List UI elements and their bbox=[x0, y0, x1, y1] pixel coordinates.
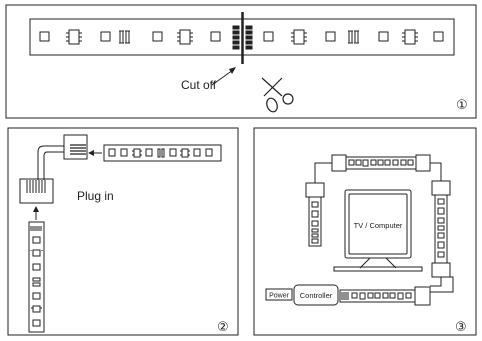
led-chip bbox=[433, 31, 444, 42]
connector-cable bbox=[43, 151, 64, 180]
corner-connector bbox=[331, 154, 347, 172]
top-strip bbox=[345, 156, 417, 170]
corner-connector bbox=[305, 182, 325, 198]
power-label: Power bbox=[269, 293, 290, 300]
cut-pads bbox=[232, 25, 253, 50]
corner-connector bbox=[414, 286, 431, 306]
tv-base bbox=[333, 266, 423, 272]
panel-2-frame bbox=[7, 127, 239, 336]
connector-cable bbox=[37, 145, 64, 180]
led-chip bbox=[263, 31, 274, 42]
plug-arrow-horizontal bbox=[88, 150, 102, 156]
l-connector bbox=[19, 134, 88, 204]
led-chip bbox=[210, 31, 221, 42]
connector-pins bbox=[26, 180, 46, 193]
ic-chip bbox=[66, 29, 82, 45]
ic-chip bbox=[177, 29, 193, 45]
led-chip bbox=[325, 31, 336, 42]
plug-arrow-vertical bbox=[33, 206, 39, 220]
connector-head-bottom bbox=[19, 178, 54, 204]
panel-1-frame bbox=[5, 4, 477, 119]
panel-2-plug-in: Plug in ② bbox=[7, 127, 239, 336]
ic-chip bbox=[291, 29, 307, 45]
led-chip bbox=[152, 31, 163, 42]
corner-cable bbox=[314, 162, 332, 183]
step-2-marker: ② bbox=[217, 319, 229, 334]
right-strip bbox=[434, 194, 448, 264]
corner-cable bbox=[430, 277, 442, 287]
vertical-strip bbox=[28, 221, 45, 333]
step-1-marker: ① bbox=[456, 97, 468, 112]
cut-arrow bbox=[211, 67, 236, 86]
connector-head-top bbox=[63, 134, 88, 160]
tv-stand bbox=[359, 257, 397, 269]
plug-in-label: Plug in bbox=[77, 189, 114, 203]
bottom-strip bbox=[339, 289, 416, 303]
led-chip bbox=[378, 31, 389, 42]
panel-1-cut-strip: Cut off ① bbox=[5, 4, 477, 119]
step-3-marker: ③ bbox=[455, 319, 467, 334]
controller-box: Controller bbox=[293, 284, 339, 306]
panel-3-frame bbox=[253, 127, 477, 336]
led-chip bbox=[100, 31, 111, 42]
cut-off-label: Cut off bbox=[181, 78, 217, 92]
controller-label: Controller bbox=[300, 291, 333, 300]
tv-monitor: TV / Computer bbox=[333, 189, 423, 272]
led-chip bbox=[39, 31, 50, 42]
corner-cable bbox=[430, 162, 442, 181]
corner-connector bbox=[431, 262, 451, 278]
scissors-icon bbox=[261, 77, 294, 113]
strip-pads bbox=[30, 226, 42, 231]
power-plug: Power bbox=[265, 288, 293, 301]
corner-cable bbox=[430, 276, 454, 293]
left-strip bbox=[308, 196, 322, 247]
strip-pads bbox=[341, 292, 349, 300]
horizontal-strip bbox=[103, 144, 222, 162]
panel-3-installation: TV / Computer Controller Power ③ bbox=[253, 127, 477, 336]
corner-connector bbox=[415, 154, 431, 172]
tv-label: TV / Computer bbox=[354, 221, 403, 230]
corner-connector bbox=[431, 180, 451, 196]
resistor-pair bbox=[119, 30, 130, 44]
resistor-pair bbox=[348, 30, 359, 44]
ic-chip bbox=[402, 29, 418, 45]
strip-components bbox=[39, 12, 444, 64]
connector-pins bbox=[70, 144, 86, 155]
